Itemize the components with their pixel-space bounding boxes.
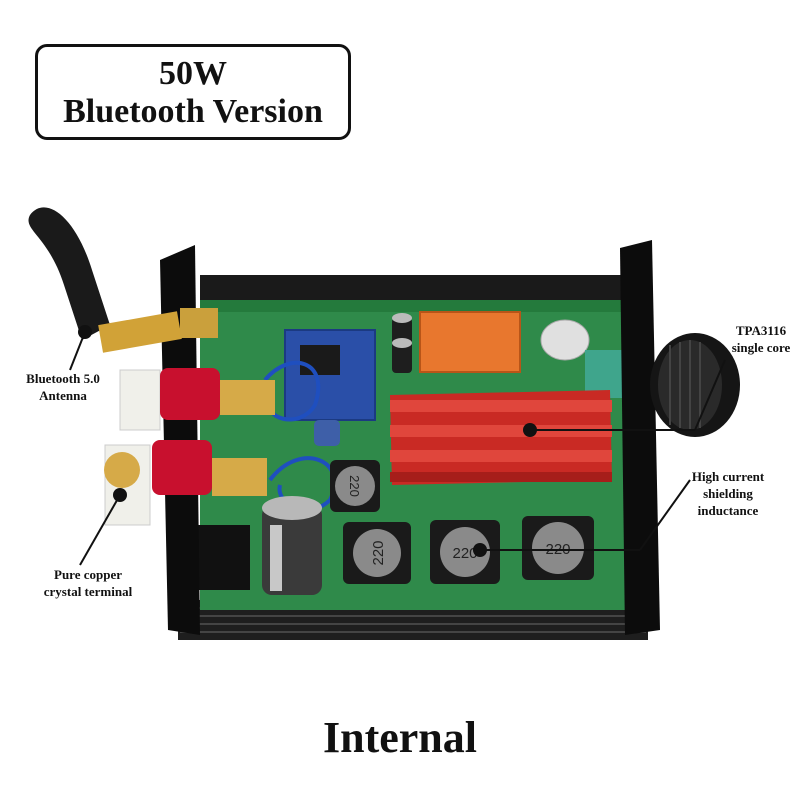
main-capacitor — [262, 496, 322, 595]
callout-chip-line2: single core — [731, 340, 791, 355]
callout-antenna: Bluetooth 5.0 Antenna — [8, 370, 118, 404]
bluetooth-antenna — [28, 207, 218, 353]
speaker-terminal-top — [119, 368, 275, 431]
callout-inductance: High current shielding inductance — [683, 468, 773, 519]
title-box: 50W Bluetooth Version — [35, 44, 351, 140]
inductor-2-label: 220 — [452, 545, 477, 562]
inductor-4: 220 — [330, 460, 380, 512]
speaker-terminal-bottom — [104, 440, 267, 526]
small-capacitors — [392, 313, 412, 373]
caption-internal: Internal — [323, 713, 477, 762]
pointer-dots — [78, 325, 537, 557]
pointer-lines — [69, 331, 726, 566]
inductor-1: 220 — [343, 522, 411, 584]
callout-terminal: Pure copper crystal terminal — [28, 566, 148, 600]
callout-terminal-line2: crystal terminal — [43, 584, 133, 599]
red-heatsink — [390, 390, 612, 485]
callout-inductance-line1: High current — [691, 469, 765, 484]
callout-antenna-line2: Antenna — [39, 388, 87, 403]
title-power: 50W — [159, 55, 227, 92]
callout-inductance-line3: inductance — [697, 503, 759, 518]
inductor-2: 220 — [430, 520, 500, 584]
bluetooth-module — [284, 329, 376, 421]
inductor-3: 220 — [522, 516, 594, 580]
front-panel-right — [620, 240, 660, 635]
buzzer — [540, 319, 590, 361]
callout-inductance-line2: shielding — [703, 486, 753, 501]
callout-chip-line1: TPA3116 — [735, 323, 787, 338]
callout-terminal-line1: Pure copper — [54, 567, 122, 582]
inductor-1-label: 220 — [370, 540, 387, 565]
callout-chip: TPA3116 single core — [722, 322, 800, 356]
volume-knob — [650, 333, 740, 437]
title-version: Bluetooth Version — [63, 93, 323, 130]
blue-capacitor — [314, 420, 340, 446]
relay — [419, 311, 521, 373]
inductor-4-label: 220 — [347, 475, 362, 497]
callout-antenna-line1: Bluetooth 5.0 — [26, 371, 100, 386]
